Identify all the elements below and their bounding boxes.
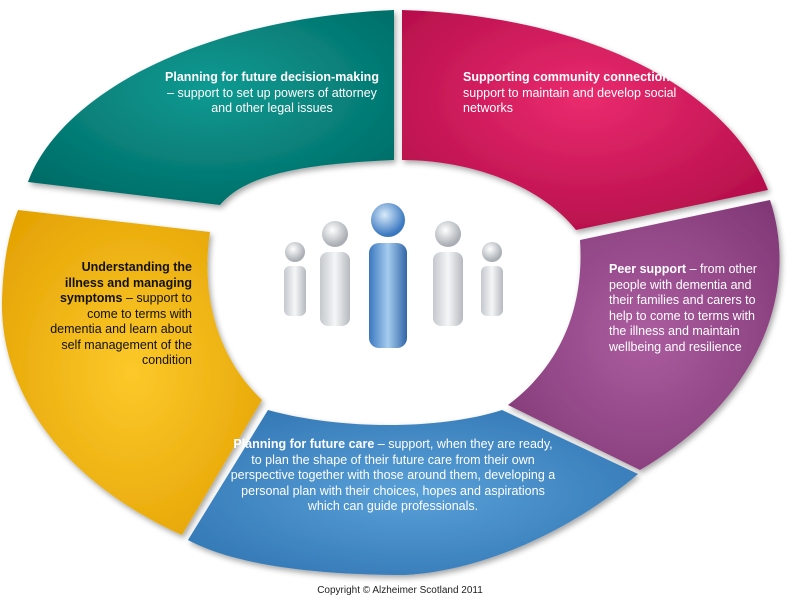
future-care-text: Planning for future care – support, when…	[228, 437, 558, 515]
peer-support-description: – from other people with dementia and th…	[609, 262, 757, 354]
future-care-title: Planning for future care	[233, 437, 375, 451]
community-title: Supporting community connections	[463, 70, 677, 84]
person-icon	[284, 242, 306, 316]
person-icon	[481, 242, 503, 316]
segment-decision-making	[28, 10, 394, 205]
symptoms-text: Understanding the illness and managing s…	[44, 260, 192, 369]
community-text: Supporting community connections – suppo…	[463, 70, 693, 117]
community-description: – support to maintain and develop social…	[463, 70, 688, 115]
person-icon	[369, 203, 407, 348]
person-icon	[433, 221, 463, 326]
future-care-description: – support, when they are ready, to plan …	[230, 437, 556, 513]
symptoms-title: Understanding the illness and managing s…	[59, 260, 192, 305]
symptoms-description: – support to come to terms with dementia…	[50, 291, 192, 367]
decision-making-text: Planning for future decision-making – su…	[162, 70, 382, 117]
peer-support-title: Peer support	[609, 262, 687, 276]
segment-community	[402, 10, 768, 230]
segment-future-care	[188, 410, 638, 575]
peer-support-text: Peer support – from other people with de…	[609, 262, 769, 355]
group-of-people-icon	[284, 203, 503, 348]
decision-making-title: Planning for future decision-making	[165, 70, 379, 84]
segment-peer-support	[508, 200, 780, 470]
decision-making-description: – support to set up powers of attorney a…	[167, 85, 377, 116]
segment-symptoms	[1, 210, 263, 535]
copyright-notice: Copyright © Alzheimer Scotland 2011	[317, 585, 483, 596]
person-icon	[320, 221, 350, 326]
